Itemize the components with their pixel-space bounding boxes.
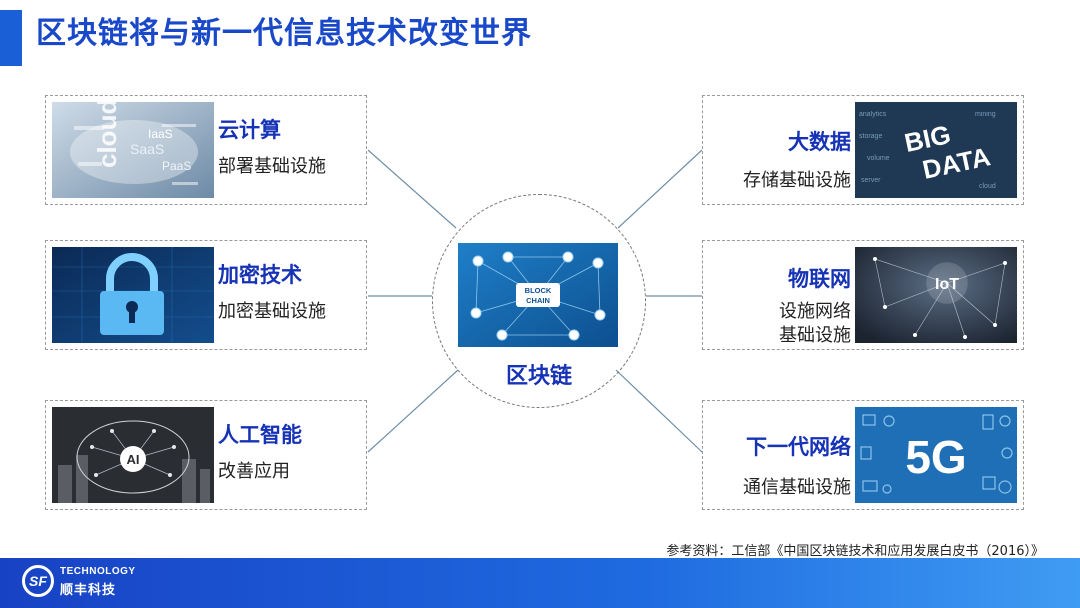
- card-sub-line-2: 基础设施: [779, 325, 851, 346]
- connector-bigdata: [617, 149, 703, 229]
- card-label: 物联网: [788, 267, 851, 291]
- svg-text:cloud: cloud: [979, 183, 996, 190]
- blockchain-network-icon: BLOCK CHAIN: [458, 243, 618, 347]
- ai-brain-icon: AI: [52, 407, 214, 503]
- center-dashed-circle: [432, 194, 646, 408]
- card-ai: AI 人工智能 改善应用: [45, 400, 367, 510]
- card-label: 加密技术: [218, 263, 302, 287]
- svg-text:IoT: IoT: [935, 276, 959, 293]
- connector-cloud: [367, 149, 457, 229]
- svg-text:IaaS: IaaS: [148, 127, 173, 141]
- card-sub-line-1: 设施网络: [779, 301, 851, 322]
- svg-text:SaaS: SaaS: [130, 141, 164, 157]
- connector-ai: [367, 369, 459, 453]
- svg-text:PaaS: PaaS: [162, 159, 191, 173]
- svg-text:mining: mining: [975, 111, 996, 118]
- svg-text:storage: storage: [859, 133, 882, 140]
- padlock-icon: [52, 247, 214, 343]
- card-big-data: analytics storage server mining cloud volume…: [702, 95, 1024, 205]
- card-sub: 存储基础设施: [743, 170, 851, 191]
- card-sub: 部署基础设施: [218, 156, 326, 177]
- card-label: 云计算: [218, 118, 281, 142]
- page-title: 区块链将与新一代信息技术改变世界: [36, 16, 532, 51]
- footer-bar: [0, 558, 1080, 608]
- svg-text:5G: 5G: [905, 431, 966, 483]
- big-data-word-cloud-icon: analytics storage server mining cloud volume…: [855, 102, 1017, 198]
- svg-text:cloud: cloud: [92, 102, 122, 168]
- cloud-word-cloud-icon: cloud SaaS IaaS PaaS: [52, 102, 214, 198]
- sf-logo-icon: SF: [22, 565, 54, 597]
- svg-text:AI: AI: [127, 452, 140, 467]
- svg-text:BLOCK: BLOCK: [525, 286, 552, 295]
- brand-en: TECHNOLOGY: [60, 566, 136, 577]
- card-encryption: 加密技术 加密基础设施: [45, 240, 367, 350]
- card-cloud-computing: cloud SaaS IaaS PaaS 云计算 部署基础设施: [45, 95, 367, 205]
- svg-text:volume: volume: [867, 155, 890, 162]
- reference-note: 参考资料：工信部《中国区块链技术和应用发展白皮书（2016）》: [666, 544, 1044, 559]
- brand-cn: 顺丰科技: [60, 583, 117, 598]
- card-label: 大数据: [788, 130, 851, 154]
- title-accent-bar: [0, 10, 22, 66]
- connector-5g: [615, 369, 703, 453]
- card-sub: 改善应用: [218, 461, 290, 482]
- svg-text:server: server: [861, 177, 881, 184]
- card-sub: 通信基础设施: [743, 477, 851, 498]
- svg-text:analytics: analytics: [859, 111, 887, 118]
- svg-text:CHAIN: CHAIN: [526, 296, 550, 305]
- card-sub: 加密基础设施: [218, 301, 326, 322]
- card-iot: IoT 物联网 设施网络 基础设施: [702, 240, 1024, 350]
- card-label: 人工智能: [218, 423, 302, 447]
- card-label: 下一代网络: [746, 435, 851, 459]
- 5g-network-icon: 5G: [855, 407, 1017, 503]
- card-next-gen-network: 5G 下一代网络 通信基础设施: [702, 400, 1024, 510]
- iot-network-icon: IoT: [855, 247, 1017, 343]
